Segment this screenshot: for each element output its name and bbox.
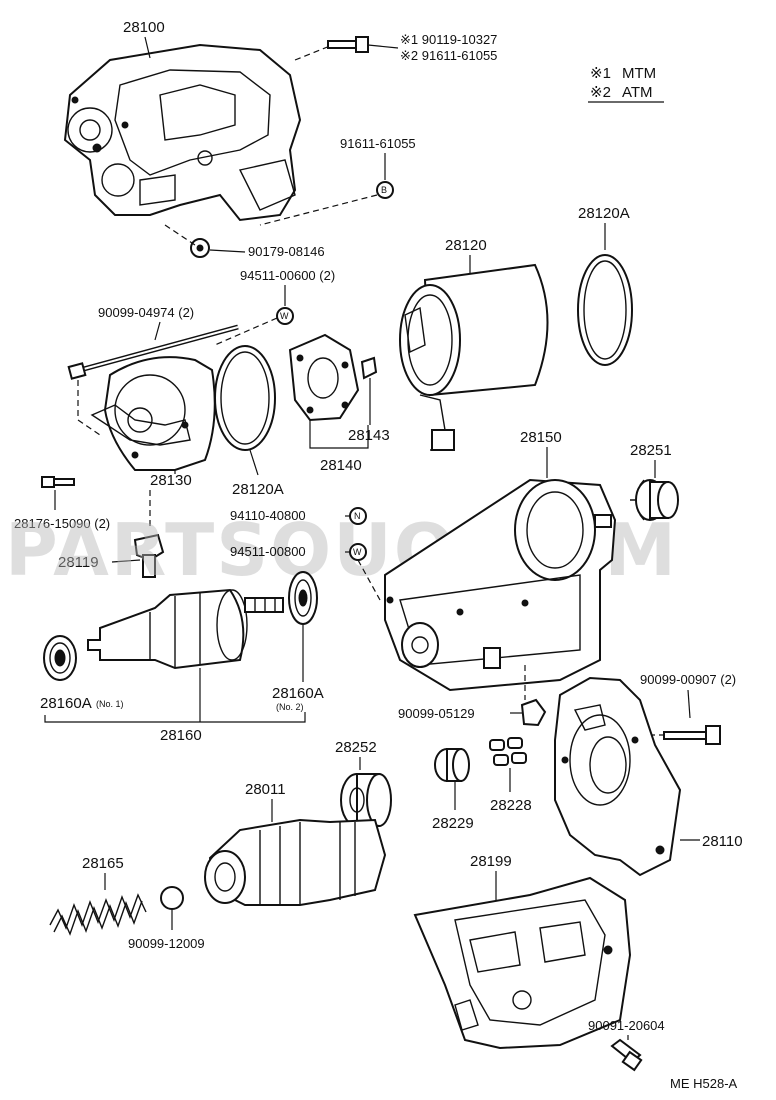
part-28229-retainer[interactable] (434, 748, 470, 782)
label-28199: 28199 (470, 853, 512, 870)
label-28252: 28252 (335, 739, 377, 756)
marker-w2-icon: W (349, 543, 367, 561)
terminal-stud-icon (483, 647, 526, 700)
legend-mtm: MTM (622, 65, 656, 82)
legend-mark-1: ※1 (590, 65, 611, 82)
svg-text:W: W (280, 311, 289, 321)
label-28119: 28119 (58, 554, 99, 571)
footer-code: ME H528-A (670, 1076, 738, 1091)
label-28011: 28011 (245, 781, 286, 798)
screw-icon (41, 476, 75, 488)
part-90099-05129-plug[interactable] (520, 698, 547, 727)
label-28110: 28110 (702, 833, 743, 850)
label-28120A-top: 28120A (578, 205, 630, 222)
label-28150: 28150 (520, 429, 562, 446)
label-28176-15090: 28176-15090 (2) (14, 516, 110, 531)
part-28120-yoke[interactable] (399, 263, 549, 451)
label-94511-00800: 94511-00800 (230, 544, 306, 559)
part-90099-12009-ball[interactable] (160, 886, 184, 910)
label-28160A-no1: 28160A (40, 695, 92, 712)
bolt-90099-00907-icon (663, 725, 721, 745)
label-91611-61055-b: 91611-61055 (340, 136, 416, 151)
label-28143: 28143 (348, 427, 390, 444)
label-28120A-mid: 28120A (232, 481, 284, 498)
label-90179-08146: 90179-08146 (248, 244, 325, 259)
part-28140-brush-holder[interactable] (288, 333, 360, 422)
marker-w-icon: W (276, 307, 294, 325)
nut-icon (190, 238, 210, 258)
label-28251: 28251 (630, 442, 672, 459)
svg-text:W: W (353, 547, 362, 557)
long-bolt-icon (67, 324, 239, 380)
label-90099-04974: 90099-04974 (2) (98, 305, 194, 320)
part-28228-rollers[interactable] (489, 737, 527, 766)
label-28160A-no1-note: (No. 1) (96, 699, 124, 709)
label-28228: 28228 (490, 797, 532, 814)
label-28165: 28165 (82, 855, 124, 872)
part-28130-end-frame[interactable] (90, 356, 216, 471)
label-91611-61055-a: ※2 91611-61055 (400, 48, 497, 63)
part-28252-idler-gear[interactable] (340, 773, 392, 827)
part-28100-starter-assembly[interactable] (63, 43, 302, 222)
legend-mark-2: ※2 (590, 84, 611, 101)
part-28110-drive-housing[interactable] (554, 676, 682, 877)
label-90099-12009: 90099-12009 (128, 936, 205, 951)
bolt-90091-20604-icon (610, 1038, 643, 1072)
part-28120A-ring-top[interactable] (577, 254, 633, 366)
label-28160A-no2-note: (No. 2) (276, 702, 304, 712)
label-28140: 28140 (320, 457, 362, 474)
bolt-icon (327, 36, 369, 53)
part-28160-armature[interactable] (87, 588, 284, 670)
part-28011-starter-clutch[interactable] (204, 818, 387, 906)
part-28160A-bearing-no1[interactable] (43, 635, 77, 681)
marker-n-icon: N (349, 507, 367, 525)
label-28229: 28229 (432, 815, 474, 832)
marker-b-icon: B (376, 181, 394, 199)
label-28160A-no2: 28160A (272, 685, 324, 702)
legend-box: ※1 MTM ※2 ATM (588, 65, 664, 103)
part-28251-gear[interactable] (630, 479, 679, 521)
part-28160A-bearing-no2[interactable] (288, 571, 318, 625)
part-28119-brush[interactable] (133, 533, 165, 578)
svg-text:N: N (354, 511, 361, 521)
label-90099-05129: 90099-05129 (398, 706, 475, 721)
svg-text:B: B (381, 185, 387, 195)
legend-atm: ATM (622, 84, 653, 101)
label-94511-00600: 94511-00600 (2) (240, 268, 335, 283)
part-28150-solenoid-housing[interactable] (384, 478, 617, 692)
label-90091-20604: 90091-20604 (588, 1018, 665, 1033)
part-28143-brush-spring[interactable] (360, 356, 378, 380)
part-28165-spring[interactable] (49, 893, 147, 936)
label-94110-40800: 94110-40800 (230, 508, 306, 523)
part-28199-insulator-cover[interactable] (413, 876, 632, 1050)
label-28100: 28100 (123, 19, 165, 36)
label-28160: 28160 (160, 727, 202, 744)
label-28120: 28120 (445, 237, 487, 254)
label-90099-00907: 90099-00907 (2) (640, 672, 736, 687)
part-28120A-ring-mid[interactable] (214, 345, 276, 451)
label-28130: 28130 (150, 472, 192, 489)
label-90119-10327: ※1 90119-10327 (400, 32, 497, 47)
